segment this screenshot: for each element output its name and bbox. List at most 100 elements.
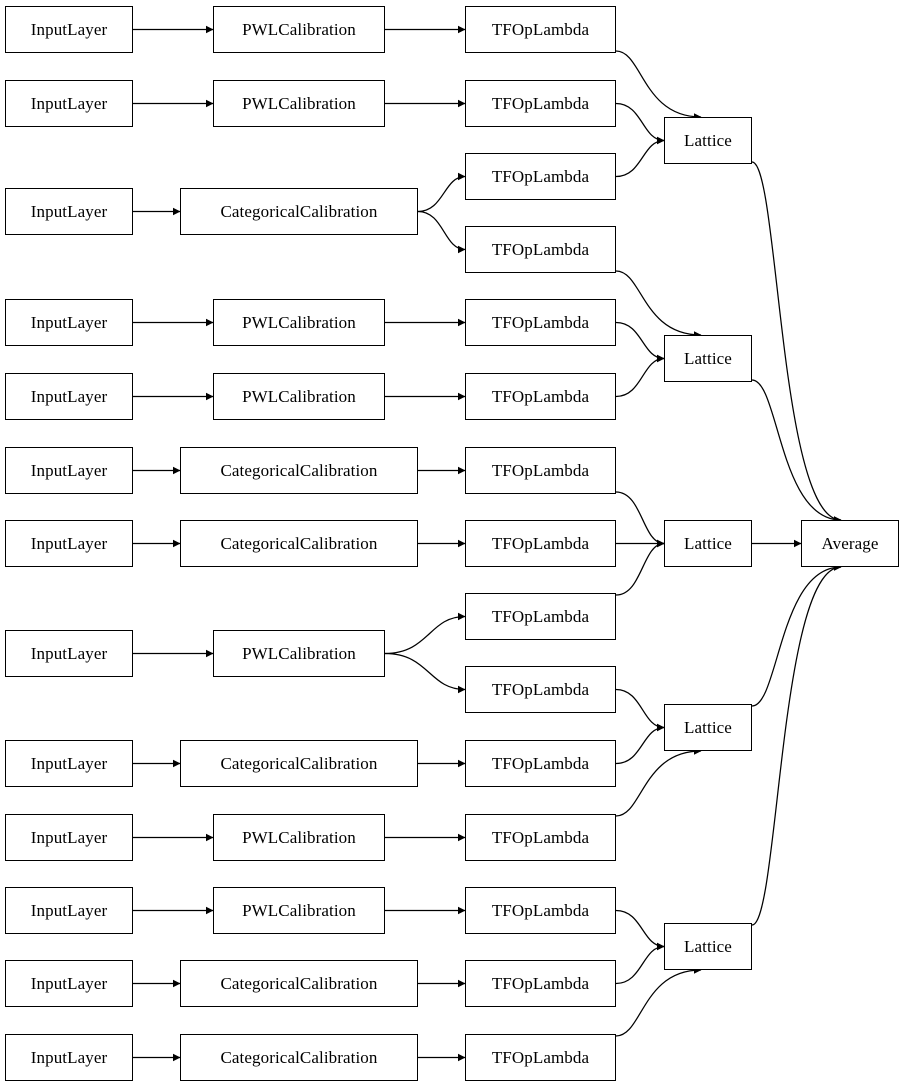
node-in12[interactable]: InputLayer — [5, 960, 133, 1007]
node-in8[interactable]: InputLayer — [5, 630, 133, 677]
node-op4[interactable]: TFOpLambda — [465, 226, 616, 273]
node-op10[interactable]: TFOpLambda — [465, 666, 616, 713]
node-in10[interactable]: InputLayer — [5, 814, 133, 861]
edge-op3-to-lat1 — [615, 136, 665, 178]
node-label: TFOpLambda — [491, 974, 590, 993]
edge-lat5-to-avg — [751, 563, 842, 926]
edge-op10-to-lat4 — [615, 688, 665, 732]
edge-op14-to-lat5 — [615, 942, 665, 985]
edge-op6-to-lat2 — [615, 354, 665, 398]
node-in6[interactable]: InputLayer — [5, 447, 133, 494]
node-label: TFOpLambda — [491, 901, 590, 920]
node-cal11[interactable]: PWLCalibration — [213, 887, 385, 934]
node-in1[interactable]: InputLayer — [5, 6, 133, 53]
node-label: InputLayer — [30, 94, 108, 113]
node-cal13[interactable]: CategoricalCalibration — [180, 1034, 418, 1081]
node-label: TFOpLambda — [491, 94, 590, 113]
node-in13[interactable]: InputLayer — [5, 1034, 133, 1081]
edge-op11-to-lat4 — [615, 723, 665, 765]
edge-op5-to-lat2 — [615, 321, 665, 363]
node-label: InputLayer — [30, 901, 108, 920]
node-label: InputLayer — [30, 974, 108, 993]
node-op5[interactable]: TFOpLambda — [465, 299, 616, 346]
node-label: PWLCalibration — [242, 644, 356, 663]
node-label: PWLCalibration — [242, 313, 356, 332]
node-op3[interactable]: TFOpLambda — [465, 153, 616, 200]
node-in7[interactable]: InputLayer — [5, 520, 133, 567]
node-label: InputLayer — [30, 754, 108, 773]
edge-lat2-to-avg — [751, 379, 842, 524]
node-cal12[interactable]: CategoricalCalibration — [180, 960, 418, 1007]
node-label: PWLCalibration — [242, 20, 356, 39]
node-lat3[interactable]: Lattice — [664, 520, 752, 567]
node-op12[interactable]: TFOpLambda — [465, 814, 616, 861]
node-label: InputLayer — [30, 202, 108, 221]
node-label: CategoricalCalibration — [220, 1048, 378, 1067]
node-op7[interactable]: TFOpLambda — [465, 447, 616, 494]
node-label: PWLCalibration — [242, 828, 356, 847]
node-cal3[interactable]: CategoricalCalibration — [180, 188, 418, 235]
node-in11[interactable]: InputLayer — [5, 887, 133, 934]
node-label: CategoricalCalibration — [220, 202, 378, 221]
edge-cal3-to-op3 — [417, 172, 466, 213]
node-in3[interactable]: InputLayer — [5, 188, 133, 235]
node-label: InputLayer — [30, 313, 108, 332]
node-op8[interactable]: TFOpLambda — [465, 520, 616, 567]
node-cal7[interactable]: CategoricalCalibration — [180, 520, 418, 567]
edge-op12-to-lat4 — [615, 747, 702, 817]
edge-op1-to-lat1 — [615, 50, 702, 121]
node-label: InputLayer — [30, 461, 108, 480]
node-label: Lattice — [684, 937, 732, 956]
node-avg[interactable]: Average — [801, 520, 899, 567]
node-cal5[interactable]: PWLCalibration — [213, 373, 385, 420]
node-lat1[interactable]: Lattice — [664, 117, 752, 164]
node-op9[interactable]: TFOpLambda — [465, 593, 616, 640]
node-label: TFOpLambda — [491, 534, 590, 553]
node-op2[interactable]: TFOpLambda — [465, 80, 616, 127]
node-in5[interactable]: InputLayer — [5, 373, 133, 420]
node-label: CategoricalCalibration — [220, 534, 378, 553]
edge-cal8-to-op10 — [384, 652, 466, 694]
node-cal6[interactable]: CategoricalCalibration — [180, 447, 418, 494]
node-in2[interactable]: InputLayer — [5, 80, 133, 127]
node-cal2[interactable]: PWLCalibration — [213, 80, 385, 127]
node-lat4[interactable]: Lattice — [664, 704, 752, 751]
node-cal9[interactable]: CategoricalCalibration — [180, 740, 418, 787]
node-label: Average — [821, 534, 879, 553]
node-label: TFOpLambda — [491, 20, 590, 39]
node-cal4[interactable]: PWLCalibration — [213, 299, 385, 346]
node-label: InputLayer — [30, 1048, 108, 1067]
edge-cal8-to-op9 — [384, 612, 466, 655]
node-label: Lattice — [684, 131, 732, 150]
node-op1[interactable]: TFOpLambda — [465, 6, 616, 53]
node-label: Lattice — [684, 534, 732, 553]
edge-op13-to-lat5 — [615, 909, 665, 951]
node-label: CategoricalCalibration — [220, 461, 378, 480]
node-label: TFOpLambda — [491, 607, 590, 626]
edge-lat4-to-avg — [751, 563, 842, 707]
node-op6[interactable]: TFOpLambda — [465, 373, 616, 420]
node-cal1[interactable]: PWLCalibration — [213, 6, 385, 53]
node-label: TFOpLambda — [491, 240, 590, 259]
node-op13[interactable]: TFOpLambda — [465, 887, 616, 934]
node-label: Lattice — [684, 349, 732, 368]
node-op11[interactable]: TFOpLambda — [465, 740, 616, 787]
node-in4[interactable]: InputLayer — [5, 299, 133, 346]
node-cal10[interactable]: PWLCalibration — [213, 814, 385, 861]
edge-cal3-to-op4 — [417, 210, 466, 254]
node-label: InputLayer — [30, 387, 108, 406]
node-label: InputLayer — [30, 828, 108, 847]
node-label: TFOpLambda — [491, 387, 590, 406]
node-op15[interactable]: TFOpLambda — [465, 1034, 616, 1081]
edge-op9-to-lat3 — [615, 539, 665, 596]
node-cal8[interactable]: PWLCalibration — [213, 630, 385, 677]
node-label: TFOpLambda — [491, 313, 590, 332]
edge-op4-to-lat2 — [615, 270, 702, 339]
node-lat5[interactable]: Lattice — [664, 923, 752, 970]
node-label: TFOpLambda — [491, 461, 590, 480]
node-lat2[interactable]: Lattice — [664, 335, 752, 382]
node-in9[interactable]: InputLayer — [5, 740, 133, 787]
node-op14[interactable]: TFOpLambda — [465, 960, 616, 1007]
